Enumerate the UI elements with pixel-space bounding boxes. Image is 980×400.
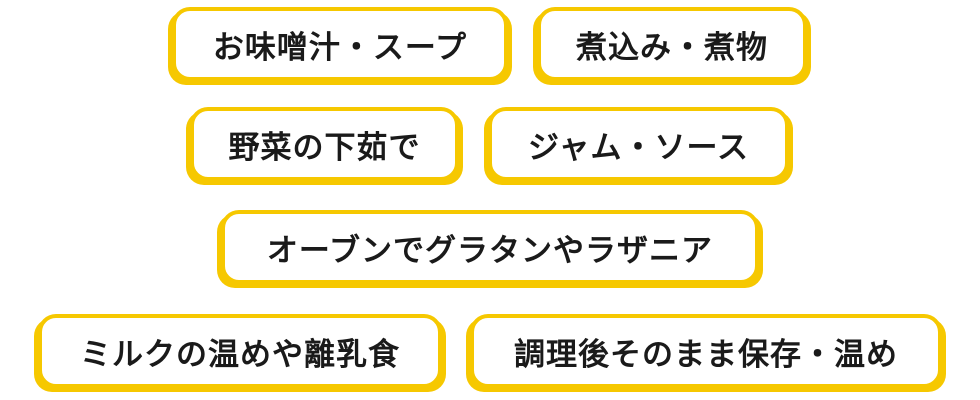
tag-label: ジャム・ソース bbox=[528, 129, 749, 166]
tag-label: オーブンでグラタンやラザニア bbox=[266, 232, 714, 269]
tag-miso-soup: お味噌汁・スープ bbox=[172, 7, 508, 81]
tag-label: お味噌汁・スープ bbox=[212, 29, 468, 66]
tag-stew-simmered: 煮込み・煮物 bbox=[537, 7, 807, 81]
tag-warm-milk-baby-food: ミルクの温めや離乳食 bbox=[38, 314, 442, 388]
tag-label: ミルクの温めや離乳食 bbox=[80, 336, 400, 373]
tag-label: 野菜の下茹で bbox=[228, 129, 421, 166]
tag-parboil-vegetables: 野菜の下茹で bbox=[190, 107, 459, 181]
tag-oven-gratin-lasagna: オーブンでグラタンやラザニア bbox=[221, 210, 759, 284]
tag-label: 煮込み・煮物 bbox=[576, 29, 768, 66]
tag-label: 調理後そのまま保存・温め bbox=[514, 336, 898, 373]
tag-jam-sauce: ジャム・ソース bbox=[488, 107, 789, 181]
tag-store-reheat: 調理後そのまま保存・温め bbox=[470, 314, 942, 388]
